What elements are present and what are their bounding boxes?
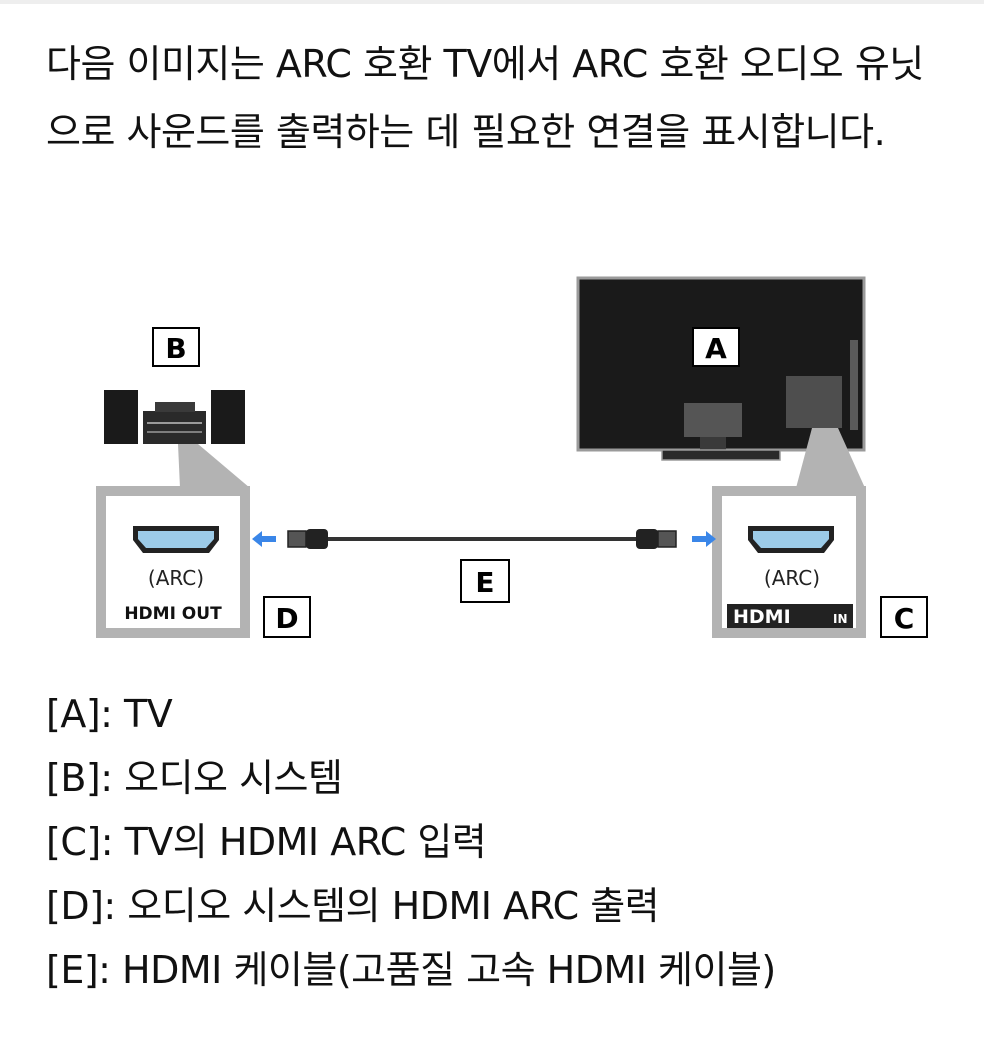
- legend-item-a: [A]: TV: [46, 682, 776, 746]
- label-b: B: [152, 327, 200, 367]
- left-arc-label: (ARC): [148, 566, 204, 590]
- legend-item-d: [D]: 오디오 시스템의 HDMI ARC 출력: [46, 874, 776, 938]
- audio-callout-wedge: [178, 444, 250, 488]
- label-a: A: [692, 327, 740, 367]
- legend-item-e: [E]: HDMI 케이블(고품질 고속 HDMI 케이블): [46, 938, 776, 1002]
- hdmi-port-icon: [133, 526, 219, 553]
- legend-key: [E]: [46, 948, 99, 992]
- svg-text:C: C: [894, 602, 915, 635]
- hdmi-port-icon: [748, 526, 834, 553]
- hdmi-out-label: HDMI OUT: [124, 604, 222, 624]
- legend-text: : TV: [100, 692, 173, 736]
- svg-text:A: A: [705, 332, 727, 365]
- hdmi-cable-icon: [287, 529, 677, 549]
- legend-text: : HDMI 케이블(고품질 고속 HDMI 케이블): [98, 948, 776, 992]
- connection-diagram: A B (ARC) HDMI OUT D: [96, 276, 928, 638]
- arrow-right-icon: [692, 531, 716, 547]
- legend-list: [A]: TV [B]: 오디오 시스템 [C]: TV의 HDMI ARC 입…: [46, 682, 776, 1002]
- audio-system-icon: [104, 390, 245, 444]
- svg-text:D: D: [275, 602, 298, 635]
- legend-text: : 오디오 시스템: [100, 756, 343, 800]
- hdmi-logo-text: HDMI: [733, 606, 791, 628]
- legend-key: [C]: [46, 820, 101, 864]
- legend-text: : TV의 HDMI ARC 입력: [100, 820, 487, 864]
- label-d: D: [263, 596, 311, 638]
- top-divider: [0, 0, 984, 4]
- label-c: C: [880, 596, 928, 638]
- arrow-left-icon: [252, 531, 276, 547]
- svg-text:E: E: [475, 566, 494, 599]
- legend-text: : 오디오 시스템의 HDMI ARC 출력: [103, 884, 660, 928]
- left-port-panel: (ARC) HDMI OUT: [96, 486, 250, 638]
- right-port-panel: (ARC) HDMI IN: [712, 486, 866, 638]
- right-arc-label: (ARC): [764, 566, 820, 590]
- tv-callout-wedge: [796, 428, 865, 488]
- svg-text:B: B: [165, 332, 186, 365]
- legend-key: [B]: [46, 756, 101, 800]
- legend-key: [A]: [46, 692, 101, 736]
- tv-icon: [576, 276, 866, 461]
- hdmi-in-suffix: IN: [833, 612, 848, 626]
- intro-text: 다음 이미지는 ARC 호환 TV에서 ARC 호환 오디오 유닛으로 사운드를…: [46, 42, 924, 154]
- label-e: E: [460, 559, 510, 603]
- legend-item-b: [B]: 오디오 시스템: [46, 746, 776, 810]
- legend-key: [D]: [46, 884, 104, 928]
- legend-item-c: [C]: TV의 HDMI ARC 입력: [46, 810, 776, 874]
- hdmi-in-badge: [727, 604, 853, 628]
